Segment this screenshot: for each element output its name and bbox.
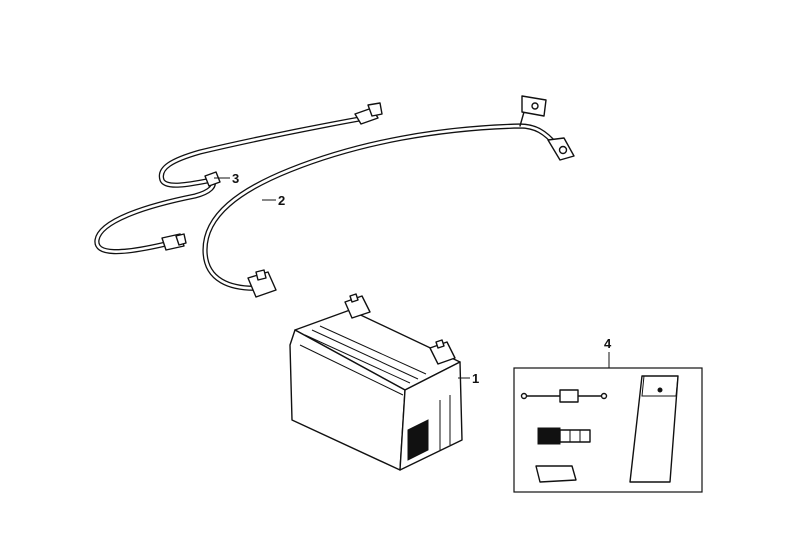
ground-wire[interactable]: [94, 102, 383, 255]
callout-2: 2: [278, 193, 285, 208]
callout-3: 3: [232, 171, 239, 186]
fuse-kit[interactable]: [513, 352, 703, 493]
battery[interactable]: [289, 293, 470, 471]
callout-1: 1: [472, 371, 479, 386]
main-wire[interactable]: [202, 95, 575, 298]
callout-4: 4: [604, 336, 612, 351]
